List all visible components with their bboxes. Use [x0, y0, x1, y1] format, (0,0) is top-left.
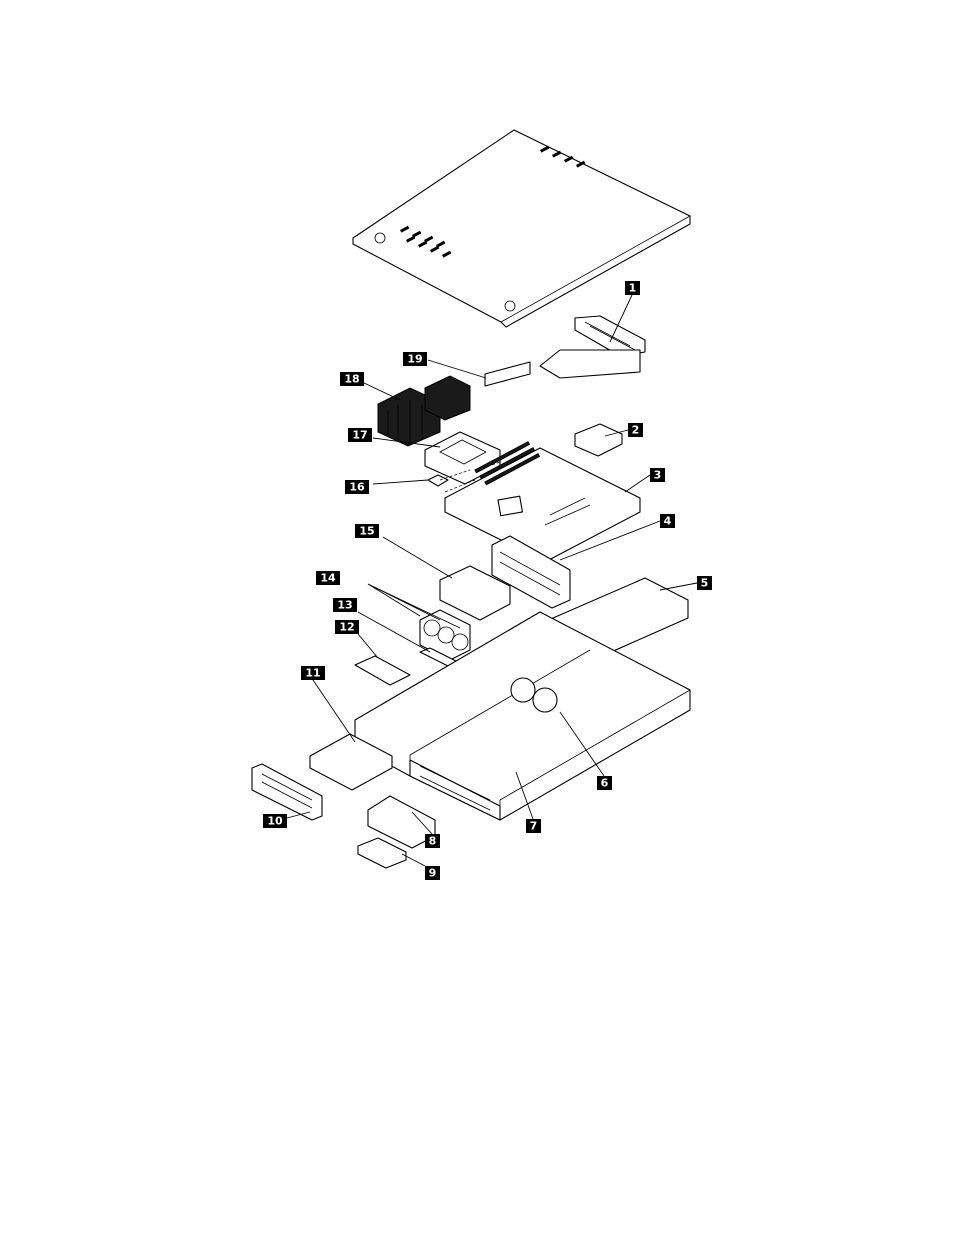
- svg-text:10: 10: [267, 815, 283, 828]
- microprocessor: [428, 475, 448, 486]
- callout-18: 18: [340, 372, 364, 386]
- callout-11: 11: [301, 666, 325, 680]
- callout-12: 12: [335, 620, 359, 634]
- pci-riser-assembly: [540, 316, 645, 378]
- callout-10: 10: [263, 814, 287, 828]
- callout-6: 6: [597, 776, 612, 790]
- svg-text:8: 8: [429, 835, 437, 848]
- callout-1: 1: [625, 281, 640, 295]
- callout-5: 5: [697, 576, 712, 590]
- svg-text:19: 19: [407, 353, 422, 366]
- svg-text:13: 13: [337, 599, 352, 612]
- callout-15: 15: [355, 524, 379, 538]
- front-bezel: [252, 764, 322, 820]
- callout-7: 7: [526, 819, 541, 833]
- svg-text:15: 15: [359, 525, 374, 538]
- svg-text:17: 17: [352, 429, 367, 442]
- svg-text:12: 12: [339, 621, 354, 634]
- svg-text:18: 18: [344, 373, 359, 386]
- callout-9: 9: [425, 866, 440, 880]
- dimm-module: [485, 362, 530, 386]
- svg-text:6: 6: [601, 777, 609, 790]
- callout-4: 4: [660, 514, 675, 528]
- filler-panel: [358, 838, 406, 868]
- top-cover: [353, 130, 690, 327]
- operator-panel-board: [355, 656, 410, 685]
- svg-text:9: 9: [429, 867, 437, 880]
- callout-2: 2: [628, 423, 643, 437]
- callout-8: 8: [425, 834, 440, 848]
- callout-17: 17: [348, 428, 372, 442]
- svg-text:16: 16: [349, 481, 365, 494]
- callout-14: 14: [316, 571, 340, 585]
- callout-3: 3: [650, 468, 665, 482]
- callout-13: 13: [333, 598, 357, 612]
- svg-text:7: 7: [530, 820, 538, 833]
- callout-16: 16: [345, 480, 369, 494]
- svg-text:14: 14: [320, 572, 336, 585]
- svg-text:3: 3: [654, 469, 662, 482]
- adapter-card: [575, 424, 622, 456]
- svg-text:1: 1: [629, 282, 637, 295]
- svg-text:4: 4: [664, 515, 672, 528]
- svg-text:5: 5: [701, 577, 709, 590]
- svg-text:2: 2: [632, 424, 640, 437]
- svg-text:11: 11: [305, 667, 320, 680]
- callout-19: 19: [403, 352, 427, 366]
